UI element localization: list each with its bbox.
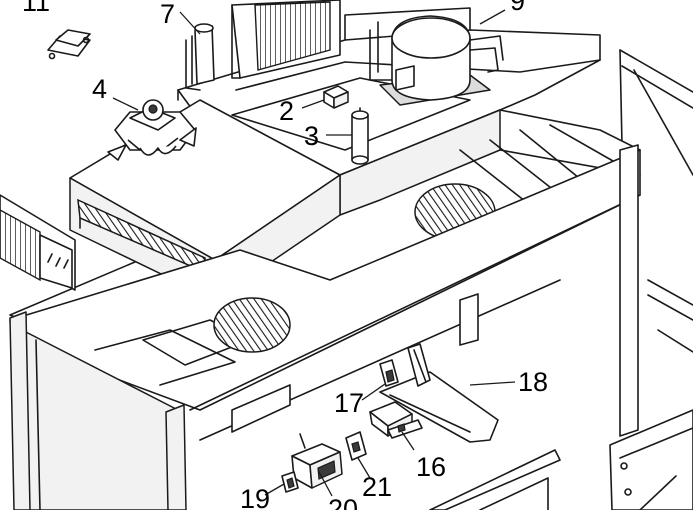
callout-9: 9 bbox=[510, 0, 525, 16]
part-18-tray-heater bbox=[379, 343, 499, 443]
part-11-bracket bbox=[47, 29, 91, 60]
part-4-fan-motor bbox=[107, 99, 197, 161]
callout-20: 20 bbox=[328, 494, 358, 510]
callout-7: 7 bbox=[160, 0, 175, 29]
part-16-transformer bbox=[369, 401, 423, 439]
callout-21: 21 bbox=[362, 472, 392, 502]
lower-cabinet bbox=[9, 144, 641, 510]
part-7-condenser bbox=[185, 0, 341, 91]
part-21-switch bbox=[345, 431, 367, 461]
callout-16: 16 bbox=[416, 452, 446, 482]
part-9-compressor bbox=[369, 15, 504, 106]
callout-4: 4 bbox=[92, 74, 107, 104]
part-17-relay bbox=[379, 359, 399, 387]
callout-2: 2 bbox=[279, 96, 294, 126]
part-3-filter-drier bbox=[351, 107, 369, 165]
part-20-controller bbox=[291, 433, 343, 489]
callout-labels: 11 7 9 4 2 3 18 17 16 19 20 21 bbox=[22, 0, 548, 510]
callout-19: 19 bbox=[240, 484, 270, 510]
left-coil-block bbox=[0, 194, 76, 291]
callout-17: 17 bbox=[334, 388, 364, 418]
side-cabinet-frame bbox=[609, 49, 693, 510]
callout-11: 11 bbox=[22, 0, 50, 17]
callout-3: 3 bbox=[304, 121, 319, 151]
leader-lines bbox=[112, 9, 516, 497]
fan-grille-left bbox=[213, 297, 291, 353]
part-2-small-block bbox=[323, 85, 349, 109]
callout-18: 18 bbox=[518, 367, 548, 397]
part-19-connector bbox=[281, 471, 299, 493]
